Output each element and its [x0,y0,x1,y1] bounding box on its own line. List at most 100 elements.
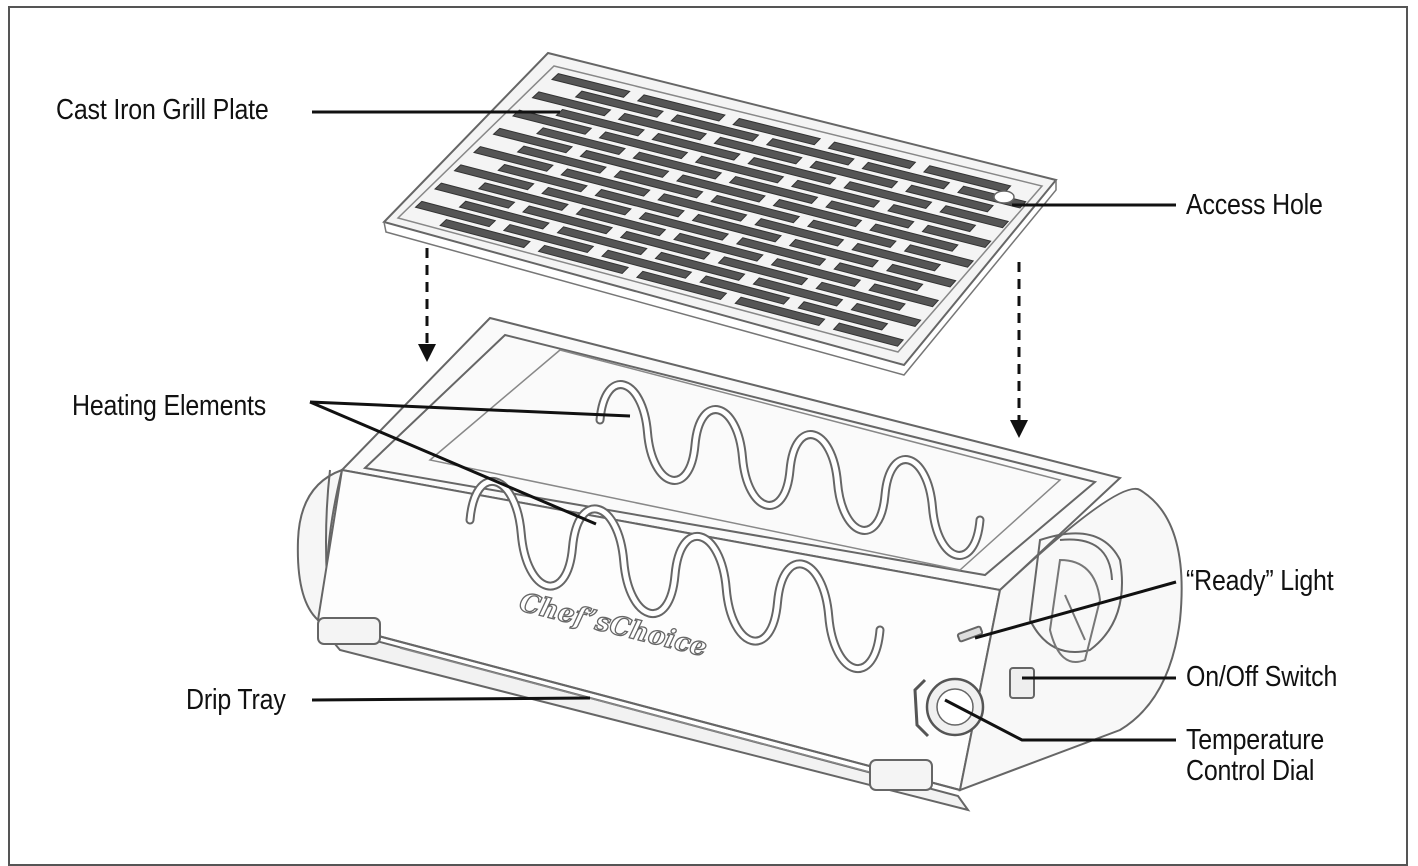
assembly-arrows [418,248,1028,438]
grate-bar [636,94,726,122]
grate-bar [887,204,977,233]
label-cast-iron-grill-plate: Cast Iron Grill Plate [56,94,269,126]
grate-bar [788,238,879,268]
grate-bar [556,226,648,256]
grate-bar [850,302,922,328]
temperature-dial-graphic [913,677,985,738]
grate-bar [550,73,631,98]
grate-bar [414,200,497,228]
grate-bar [601,249,693,279]
grate-bar [574,90,665,118]
grate-bar [522,205,614,235]
grate-bar [939,205,1010,229]
grate-bar [710,194,801,224]
grate-bar [832,322,905,347]
grate-bar [579,149,670,178]
grate-bar [439,219,531,249]
grate-bar [598,131,689,160]
grate-bar [843,181,933,209]
grate-bar [670,114,760,142]
label-access-hole: Access Hole [1186,189,1323,221]
grate-bar [790,179,881,208]
grate-bar [673,232,764,262]
heating-element-coils-inner [467,382,983,672]
grate-bar [734,296,826,327]
cast-iron-grill-plate [382,51,1058,376]
grate-bar [770,258,862,287]
grate-bar [434,182,516,209]
grate-bar [654,251,746,281]
grate-bar [632,151,723,180]
grate-bar [869,223,959,252]
grate-bar [575,207,667,237]
label-temperature-line1: Temperature [1186,724,1325,756]
grate-bar [905,184,994,213]
grate-bar [676,174,766,203]
grate-bar [735,237,827,266]
grate-bar [502,223,595,253]
leader-drip-tray [311,696,591,702]
leader-heating-top [309,400,631,418]
grate-bar [453,164,535,191]
grate-bar [651,132,741,161]
grate-bar [477,182,569,211]
grate-bar [635,270,728,301]
grate-bar [638,212,730,241]
leader-ready-light [974,580,1177,640]
grate-bar [827,141,917,170]
grate-bar [516,145,607,174]
label-temperature-control-dial: Temperature Control Dial [1186,725,1324,787]
grate-bar [772,198,863,228]
grate-bar [691,213,782,243]
grate-bar [815,281,906,311]
grate-bar [617,112,708,141]
grate-bar [492,127,574,154]
grate-bar [752,277,844,307]
grate-bar [713,136,803,165]
grate-bar [754,218,845,247]
grill-grate-bars [414,73,1027,347]
label-on-off-switch: On/Off Switch [1186,661,1338,693]
grate-bar [535,127,626,156]
grate-bar [699,275,791,305]
grate-bar [472,146,554,172]
label-heating-elements: Heating Elements [72,390,267,422]
grate-bar [861,161,951,190]
grill-base [296,316,1183,812]
grate-bar [619,230,711,260]
grate-bar [851,242,942,272]
grate-bar [560,168,651,197]
grate-bar [732,117,822,146]
grate-bar [809,160,899,189]
grate-bar [717,256,809,286]
grate-bar [921,224,992,249]
grate-bar [747,157,837,185]
grate-bar [885,263,957,288]
leader-heating-bottom [309,400,597,526]
grate-bar [497,163,588,193]
grate-bar [657,193,748,222]
grate-bar [797,301,889,331]
grate-bar [594,188,685,218]
callout-lines [309,110,1177,742]
grate-bar [868,283,940,308]
grate-bar [728,175,819,204]
grate-bar [511,109,593,135]
grate-bar [458,200,550,230]
grate-bar [806,219,897,248]
grate-bar [765,138,855,166]
grate-bar [825,200,915,229]
grate-bar [613,170,704,199]
label-drip-tray: Drip Tray [186,684,286,716]
grate-bar [833,262,924,292]
grate-bar [541,186,632,216]
grate-bar [694,155,785,184]
label-ready-light: “Ready” Light [1186,565,1334,597]
grate-bar [537,244,630,275]
grate-bar [531,91,612,117]
grate-bar [903,244,975,268]
leader-temperature [944,698,1176,742]
access-hole-marker [993,190,1015,204]
label-temperature-line2: Control Dial [1186,755,1315,787]
